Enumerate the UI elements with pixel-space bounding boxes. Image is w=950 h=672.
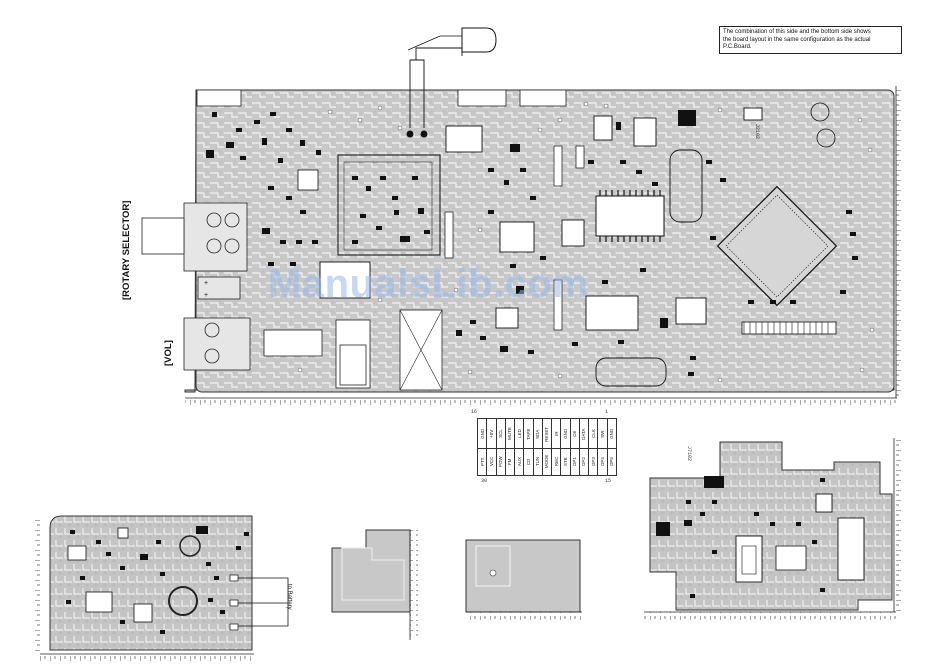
connector-cell: FM	[505, 448, 515, 476]
pin-number-start: 30	[481, 478, 488, 484]
connector-cell: TUN	[533, 448, 543, 476]
right-small-side-ruler	[894, 438, 902, 612]
connector-cell: TAPE	[523, 418, 534, 449]
connector-cell: STB	[560, 448, 571, 476]
connector-cell: OP3	[588, 448, 598, 476]
left-small-bottom-ruler	[40, 654, 254, 662]
connector-cell: MODE	[542, 448, 552, 476]
note-line-1: The combination of this side and the bot…	[723, 29, 871, 35]
small-board-left	[49, 515, 289, 651]
left-small-side-ruler	[32, 516, 40, 654]
connector-cell: POW	[496, 448, 506, 476]
connector-cell: +5V	[486, 418, 497, 449]
mid1-ruler	[410, 530, 418, 640]
pin-number-bottom: 1	[605, 409, 609, 415]
main-right-ruler	[896, 86, 904, 398]
connector-cell: OP4	[597, 448, 608, 476]
small-board-middle-2	[465, 539, 581, 613]
connector-cell: GND	[607, 418, 617, 449]
svg-text:+: +	[204, 292, 208, 299]
mid2-ruler	[466, 612, 582, 620]
connector-cell: OP2	[579, 448, 589, 476]
main-bottom-ruler	[185, 398, 897, 406]
connector-cell: MUTE	[505, 418, 515, 449]
svg-text:+: +	[204, 280, 208, 287]
small-board-right	[649, 441, 893, 611]
connector-cell: IR	[551, 418, 561, 449]
connector-cell: SDA	[533, 418, 543, 449]
board-layout-note: The combination of this side and the bot…	[719, 26, 902, 54]
main-board-ref: J2102	[754, 124, 760, 140]
main-board: + +	[141, 27, 895, 393]
note-line-2: the board layout in the same configurati…	[723, 36, 871, 43]
connector-cell: LED	[514, 418, 524, 449]
small-board-ref: J7102	[686, 446, 692, 462]
right-small-bottom-ruler	[644, 612, 896, 620]
connector-cell: OP5	[607, 448, 617, 476]
connector-cell: PTT	[477, 448, 487, 476]
connector-cell: GND	[477, 418, 487, 449]
connector-cell: AUX	[514, 448, 524, 476]
vol-label: [VOL]	[163, 340, 174, 366]
small-board-middle-1	[331, 529, 411, 613]
connector-cell: RESET	[542, 418, 552, 449]
connector-cell: REC	[551, 448, 561, 476]
connector-cell: DATA	[579, 418, 589, 449]
connector-cell: CD	[523, 448, 534, 476]
rotary-selector-label: [ROTARY SELECTOR]	[121, 200, 132, 300]
connector-cell: VCC	[486, 448, 497, 476]
connector-cell: CLK	[588, 418, 598, 449]
note-line-3: P.C.Board.	[723, 44, 752, 50]
to-battery-label: to Battery	[286, 584, 292, 610]
connector-cell: SW	[597, 418, 608, 449]
connector-cell: SCL	[496, 418, 506, 449]
pin-number-end: 15	[605, 478, 612, 484]
pin-number-top: 16	[471, 409, 478, 415]
connector-cell: GND	[560, 418, 571, 449]
